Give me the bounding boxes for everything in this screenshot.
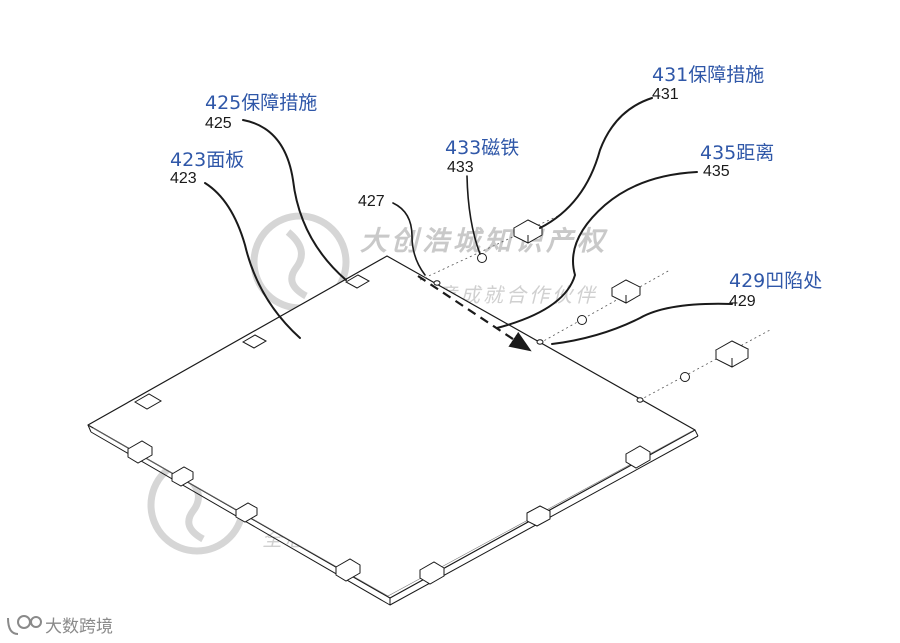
footer-brand: 大数跨境 [7,615,113,637]
label-427-num: 427 [358,193,385,210]
exploded-guides [419,214,771,401]
leader-427 [392,202,426,276]
leader-433 [466,175,481,255]
watermark-logo-swoosh [285,229,308,300]
label-435-cn: 435距离 [700,142,774,164]
panel-423 [87,255,699,606]
bracket-bottom-right-1 [419,561,445,585]
guide-line-1 [419,214,561,281]
panel-right-corner [694,429,699,437]
recesses-429 [433,280,644,403]
guard-clip-1 [512,219,544,244]
label-433-num: 433 [447,159,474,176]
bracket-bottom-left-1 [127,440,153,464]
bracket-bottom-left-3 [235,502,258,523]
bracket-upper-left [241,334,268,349]
bracket-left [134,393,162,410]
arrow-427 [417,275,532,352]
brand-logo-icon [7,615,42,635]
label-433-cn: 433磁铁 [445,137,519,159]
bracket-bottom-right-2 [526,505,551,527]
footer-brand-text: 大数跨境 [45,617,113,637]
bracket-bottom-front [335,558,361,582]
label-429-cn: 429凹陷处 [729,270,822,292]
guard-clip-2 [610,279,642,304]
leader-425 [242,119,347,281]
magnets-433 [477,253,690,382]
label-431-cn: 431保障措施 [652,64,764,86]
guard-clips-431 [512,219,750,368]
panel-bevel-line [92,427,693,597]
guide-line-3 [639,329,771,401]
panel-brackets [127,274,651,585]
label-425-num: 425 [205,115,232,132]
panel-left-corner [87,424,92,433]
bracket-bottom-right-3 [625,445,651,469]
leader-435 [496,171,698,329]
bracket-top [344,274,371,289]
magnet-2 [577,315,587,325]
leader-429 [551,302,733,345]
guard-clip-3 [714,340,750,368]
leader-431 [539,97,653,229]
label-423-num: 423 [170,170,197,187]
recess-3 [636,397,644,403]
label-429-num: 429 [729,293,756,310]
watermark-title: 大创浩城知识产权 [360,226,608,257]
label-431-num: 431 [652,86,679,103]
recess-2 [536,339,544,345]
recess-1 [433,280,441,286]
label-425-cn: 425保障措施 [205,92,317,114]
magnet-3 [680,372,690,382]
leader-lines [204,97,733,345]
label-423-cn: 423面板 [170,149,244,171]
label-435-num: 435 [703,163,730,180]
bracket-bottom-left-2 [171,466,194,487]
leader-423 [204,182,301,339]
magnet-1 [477,253,487,263]
